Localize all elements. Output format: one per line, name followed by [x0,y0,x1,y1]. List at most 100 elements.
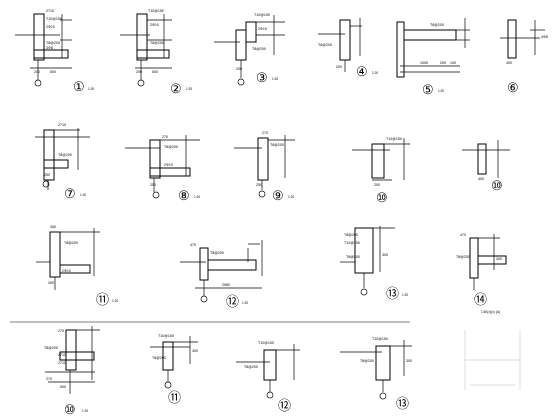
detail-16-scale: 1:20 [82,409,88,413]
detail-5-dim-0: 1050 [420,61,428,65]
detail-5-scale: 1:20 [438,89,444,93]
detail-14-dim-0: 300 [382,253,388,257]
detail-17-dim-0: 300 [192,349,198,353]
detail-9-label-1: T8@200 [270,143,284,147]
detail-1-label-3: T8@200 [46,41,60,45]
detail-3-mark: ③ [256,71,268,86]
detail-1-mark: ① [73,80,85,95]
detail-1-scale: 1:20 [88,87,94,91]
detail-7-mark: ⑦ [64,187,76,202]
detail-2-dim-1: 500 [152,70,158,74]
detail-2-dim-0: 200 [136,70,142,74]
detail-8-dim-0: 250 [150,183,156,187]
detail-3-label-0: T10@150 [254,13,270,17]
detail-4-label-0: T8@200 [318,43,332,47]
detail-6-label-0: 4Φ8 [541,35,548,39]
detail-6-mark: ⑥ [507,81,519,96]
detail-8-label-1: T8@200 [164,145,178,149]
detail-16-mark: ⑩ [64,403,76,418]
detail-13-mark: ⑫ [226,295,239,310]
detail-13: 470 T8@200 2580 ⑫ 1:20 [180,240,263,310]
detail-7: 2710 T8@200 250 ⑦ 1:20 [35,123,90,202]
faint-drawing [464,330,521,390]
detail-15-dim-0: 300 [496,257,502,261]
detail-15: 470 T8@200 300 ⑭ [456,233,507,308]
detail-14-label-0: T8@200 [344,233,358,237]
detail-6-dim-0: 400 [506,61,512,65]
detail-1: 2710 T10@150 2Φ10 T8@200 3Φ8 200 500 ① 1… [15,9,94,95]
detail-3-dim-0: 200 [236,67,242,71]
detail-8-scale: 1:20 [194,195,200,199]
detail-2-label-1: 2Φ10 [150,23,159,27]
detail-7-scale: 1:20 [80,193,86,197]
detail-14-label-1: T10@150 [344,241,360,245]
detail-10-mark: ⑩ [376,191,388,206]
detail-9-label-0: 270 [262,131,268,135]
detail-16-label-3: 2710 [58,361,66,365]
detail-14-scale: 1:20 [402,293,408,297]
detail-13-scale: 1:20 [242,301,248,305]
detail-5-label-0: T8@200 [430,23,444,27]
detail-7-label-1: T8@200 [58,153,72,157]
detail-17-label-0: T10@150 [158,334,174,338]
detail-5-dim-1: 200 [440,61,446,65]
detail-10-dim-0: 200 [374,183,380,187]
detail-3-label-2: T8@200 [252,47,266,51]
detail-18-mark: ⑫ [278,399,291,414]
detail-16-label-1: T8@200 [44,346,58,350]
detail-18: T10@150 T8@200 ⑫ [236,341,300,414]
detail-12-scale: 1:20 [112,299,118,303]
detail-16-label-0: 270 [58,329,64,333]
detail-15-label-0: 470 [460,233,466,237]
detail-19-dim-0: 300 [406,359,412,363]
detail-5: T8@200 1050 200 100 ⑤ 1:20 [396,18,470,98]
detail-17-label-1: T8@200 [152,356,166,360]
detail-7-label-0: 2710 [58,123,66,127]
detail-1-dim-1: 500 [50,70,56,74]
detail-4: T8@200 200 ④ 1:20 [318,18,378,80]
detail-15-label-1: T8@200 [456,255,470,259]
detail-1-label-2: 2Φ10 [46,25,55,29]
detail-6: 4Φ8 400 ⑥ [500,19,548,96]
detail-4-scale: 1:20 [372,71,378,75]
detail-19-label-0: T10@150 [372,337,388,341]
detail-8-label-2: 2Φ10 [164,163,173,167]
detail-5-dim-2: 100 [450,61,456,65]
detail-19-mark: ⑬ [396,397,409,412]
detail-12-label-1: T8@200 [64,241,78,245]
detail-19: T10@150 T8@200 300 ⑬ [340,337,412,412]
detail-1-label-1: T10@150 [46,17,62,21]
detail-13-label-0: 470 [190,243,196,247]
detail-14-mark: ⑬ [386,287,399,302]
detail-1-label-4: 3Φ8 [46,46,53,50]
detail-14-label-2: T8@200 [346,255,360,259]
detail-2-mark: ② [170,82,182,97]
detail-16-label-5: 270 [46,377,52,381]
detail-1-dim-0: 200 [34,70,40,74]
detail-2-label-2: T8@200 [150,41,164,45]
detail-12-label-2: 2Φ10 [62,269,71,273]
detail-17: T10@150 T8@200 300 ⑪ [150,334,198,406]
detail-16-dim-0: 500 [60,385,66,389]
detail-9-scale: 1:20 [288,195,294,199]
detail-16: 270 T8@200 2710 2710 270 500 ⑩ 1:20 [44,326,100,418]
detail-1-label-0: 2710 [46,9,54,13]
detail-12: 450 T8@200 2Φ10 300 ⑪ 1:20 [36,225,118,308]
detail-12-mark: ⑪ [96,293,109,308]
detail-9-mark: ⑨ [272,189,284,204]
detail-16-label-2: 2710 [58,353,66,357]
detail-5-mark: ⑤ [422,83,434,98]
detail-9-dim-0: 250 [256,183,262,187]
detail-11: 400 ⑩ [462,140,510,194]
detail-4-dim-0: 200 [336,65,342,69]
detail-11-dim-0: 400 [478,177,484,181]
detail-10-label-0: T10@150 [386,137,402,141]
detail-13-label-1: T8@200 [210,251,224,255]
detail-15-mark: ⑭ [474,293,487,308]
detail-2-scale: 1:20 [186,87,192,91]
detail-19-label-1: T8@200 [360,359,374,363]
detail-4-mark: ④ [356,65,368,80]
detail-2-label-0: T10@150 [148,9,164,13]
detail-13-dim-0: 2580 [222,283,230,287]
